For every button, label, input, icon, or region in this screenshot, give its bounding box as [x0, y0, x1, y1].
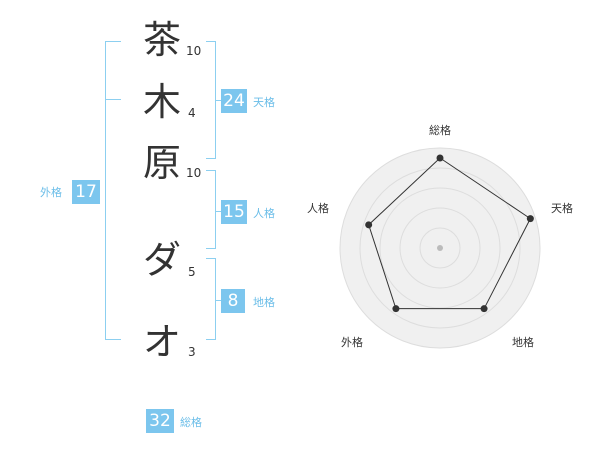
soukaku-label: 総格 [180, 416, 202, 429]
chikaku-badge: 8 [221, 289, 245, 313]
stroke-count-1: 10 [186, 44, 202, 58]
soukaku-badge: 32 [146, 409, 174, 433]
tenkaku-bracket [206, 41, 216, 159]
gaikaku-bracket [105, 41, 121, 340]
radar-center [437, 245, 443, 251]
chikaku-bracket [206, 258, 216, 340]
radar-grid-ring [379, 187, 501, 309]
tenkaku-label: 天格 [253, 96, 275, 109]
name-char-4: ダ [142, 238, 181, 282]
radar-point [392, 305, 400, 313]
radar-axis-label: 外格 [341, 336, 363, 349]
name-char-5: オ [142, 320, 181, 364]
name-char-1: 茶 [142, 18, 181, 62]
gaikaku-badge: 17 [72, 180, 100, 204]
radar-grid-ring [399, 207, 481, 289]
gaikaku-label: 外格 [40, 186, 62, 199]
gaikaku-bracket-tick [105, 99, 121, 100]
radar-point [365, 221, 373, 229]
radar-grid-ring [419, 227, 461, 269]
radar-polygon [368, 157, 531, 310]
jinkaku-badge: 15 [221, 200, 247, 224]
chikaku-label: 地格 [253, 296, 275, 309]
radar-point [480, 305, 488, 313]
jinkaku-label: 人格 [253, 207, 275, 220]
radar-axis-label: 総格 [429, 124, 451, 137]
name-char-2: 木 [142, 80, 181, 124]
name-char-3: 原 [142, 141, 181, 185]
stroke-count-4: 5 [188, 265, 196, 279]
stroke-count-5: 3 [188, 345, 196, 359]
chikaku-bracket-tick [216, 300, 222, 301]
jinkaku-bracket [206, 170, 216, 249]
radar-point [436, 154, 444, 162]
stroke-count-2: 4 [188, 106, 196, 120]
tenkaku-badge: 24 [221, 89, 247, 113]
radar-point [526, 215, 534, 223]
stroke-count-3: 10 [186, 166, 202, 180]
tenkaku-bracket-tick [216, 100, 222, 101]
radar-axis-label: 人格 [307, 202, 329, 215]
radar-axis-label: 地格 [512, 336, 534, 349]
radar-grid-ring [359, 167, 521, 329]
jinkaku-bracket-tick [216, 211, 222, 212]
radar-axis-label: 天格 [551, 202, 573, 215]
